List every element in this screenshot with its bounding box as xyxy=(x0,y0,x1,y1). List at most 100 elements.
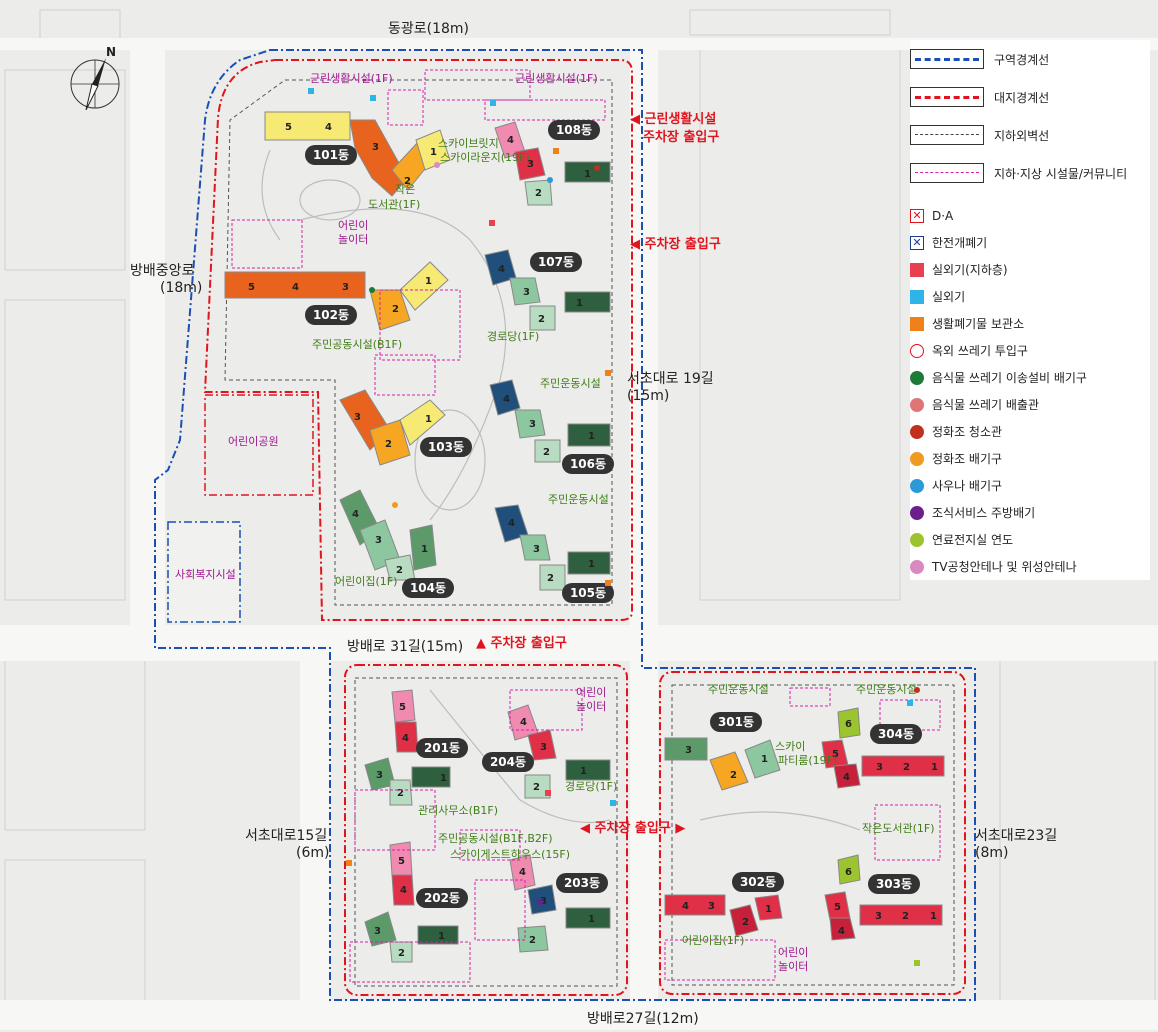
label-office: 관리사무소(B1F) xyxy=(418,804,498,817)
road-labels: 동광로(18m) 방배중앙로 (18m) 서초대로 19길 (15m) 방배로 … xyxy=(130,21,1057,1027)
legend-ac-basement: 실외기(지하층) xyxy=(910,256,1150,283)
building-107[interactable]: 4 3 2 1 xyxy=(484,249,611,331)
svg-text:301동: 301동 xyxy=(718,715,754,729)
label-kids-park: 어린이공원 xyxy=(228,435,279,448)
svg-text:4: 4 xyxy=(325,122,332,133)
svg-text:1: 1 xyxy=(440,773,447,784)
svg-text:4: 4 xyxy=(503,394,510,405)
svg-text:1: 1 xyxy=(425,414,432,425)
svg-text:203동: 203동 xyxy=(564,876,600,890)
building-106[interactable]: 4 3 2 1 xyxy=(489,379,611,463)
building-202[interactable]: 5 4 3 2 1 xyxy=(364,841,459,963)
label-neighborhood-1: 근린생활시설(1F) xyxy=(310,71,393,85)
box-x-red-icon: ✕ xyxy=(910,208,924,223)
svg-text:3: 3 xyxy=(708,901,715,912)
svg-text:1: 1 xyxy=(588,914,595,925)
label-daycare-2: 어린이집(1F) xyxy=(682,934,744,947)
ring-icon xyxy=(910,343,924,358)
building-105[interactable]: 4 3 2 1 xyxy=(494,504,611,591)
svg-text:2: 2 xyxy=(903,762,910,773)
svg-text:2: 2 xyxy=(538,314,545,325)
svg-text:1: 1 xyxy=(430,147,437,158)
utility-markers xyxy=(308,88,920,966)
svg-text:2: 2 xyxy=(392,304,399,315)
entrance-parking-1: 주차장 출입구 xyxy=(643,129,719,145)
tag-303: 303동 xyxy=(868,874,920,894)
legend-underground-wall: 지하외벽선 xyxy=(910,116,1150,154)
road-west-2: (18m) xyxy=(160,280,202,296)
legend-food-exhaust: 음식물 쓰레기 이송설비 배기구 xyxy=(910,364,1150,391)
svg-text:4: 4 xyxy=(508,518,515,529)
tag-301: 301동 xyxy=(710,712,762,732)
label-senior-1: 경로당(1F) xyxy=(487,330,539,343)
svg-text:2: 2 xyxy=(543,447,550,458)
square-icon xyxy=(910,289,924,304)
svg-text:108동: 108동 xyxy=(556,123,592,137)
legend-waste: 생활폐기물 보관소 xyxy=(910,310,1150,337)
svg-text:3: 3 xyxy=(540,742,547,753)
label-playground-2: 놀이터 xyxy=(338,233,368,246)
label-library-1: 작은 xyxy=(395,183,415,196)
building-301[interactable]: 3 2 1 xyxy=(664,737,781,791)
svg-text:1: 1 xyxy=(761,754,768,765)
label-neighborhood-2: 근린생활시설(1F) xyxy=(515,71,598,85)
road-east-lower-1: 서초대로23길 xyxy=(975,828,1057,844)
svg-text:3: 3 xyxy=(354,412,361,423)
svg-text:5: 5 xyxy=(398,856,405,867)
svg-text:3: 3 xyxy=(876,762,883,773)
svg-text:304동: 304동 xyxy=(878,727,914,741)
box-x-blue-icon: ✕ xyxy=(910,235,924,250)
square-icon xyxy=(910,262,924,277)
svg-text:204동: 204동 xyxy=(490,755,526,769)
svg-text:3: 3 xyxy=(533,544,540,555)
svg-text:4: 4 xyxy=(400,885,407,896)
label-welfare: 사회복지시설 xyxy=(175,568,236,581)
building-201[interactable]: 5 4 3 2 1 xyxy=(364,689,451,806)
road-east-1: 서초대로 19길 xyxy=(627,371,714,387)
building-104[interactable]: 4 3 2 1 xyxy=(339,489,437,581)
svg-text:3: 3 xyxy=(376,770,383,781)
svg-text:4: 4 xyxy=(402,733,409,744)
svg-text:105동: 105동 xyxy=(570,586,606,600)
building-204[interactable]: 4 3 2 1 xyxy=(507,704,611,799)
svg-text:3: 3 xyxy=(875,911,882,922)
label-playground-5: 어린이 xyxy=(778,946,808,959)
legend-antenna: TV공청안테나 및 위성안테나 xyxy=(910,553,1150,580)
svg-text:5: 5 xyxy=(834,902,841,913)
svg-text:303동: 303동 xyxy=(876,877,912,891)
label-skybridge: 스카이브릿지 xyxy=(438,137,499,150)
svg-text:201동: 201동 xyxy=(424,741,460,755)
tag-104: 104동 xyxy=(402,578,454,598)
label-playground-6: 놀이터 xyxy=(778,960,808,973)
svg-text:1: 1 xyxy=(765,904,772,915)
road-west-lower-1: 서초대로15길 xyxy=(245,828,327,844)
svg-text:2: 2 xyxy=(533,782,540,793)
svg-text:5: 5 xyxy=(399,702,406,713)
tag-108: 108동 xyxy=(548,120,600,140)
svg-text:4: 4 xyxy=(507,135,514,146)
road-east-2: (15m) xyxy=(627,388,669,404)
tag-304: 304동 xyxy=(870,724,922,744)
legend-ac: 실외기 xyxy=(910,283,1150,310)
building-203[interactable]: 4 3 2 1 xyxy=(509,854,611,953)
svg-text:106동: 106동 xyxy=(570,457,606,471)
legend-kitchen-vent: 조식서비스 주방배기 xyxy=(910,499,1150,526)
svg-text:103동: 103동 xyxy=(428,440,464,454)
svg-text:202동: 202동 xyxy=(424,891,460,905)
building-103[interactable]: 3 2 1 xyxy=(339,389,446,466)
svg-text:3: 3 xyxy=(374,926,381,937)
svg-text:6: 6 xyxy=(845,867,852,878)
legend-septic-clean: 정화조 청소관 xyxy=(910,418,1150,445)
svg-text:5: 5 xyxy=(285,122,292,133)
tag-201: 201동 xyxy=(416,738,468,758)
dot-icon xyxy=(910,370,924,385)
dot-icon xyxy=(910,451,924,466)
tag-107: 107동 xyxy=(530,252,582,272)
svg-text:2: 2 xyxy=(902,911,909,922)
legend-fuelcell: 연료전지실 연도 xyxy=(910,526,1150,553)
